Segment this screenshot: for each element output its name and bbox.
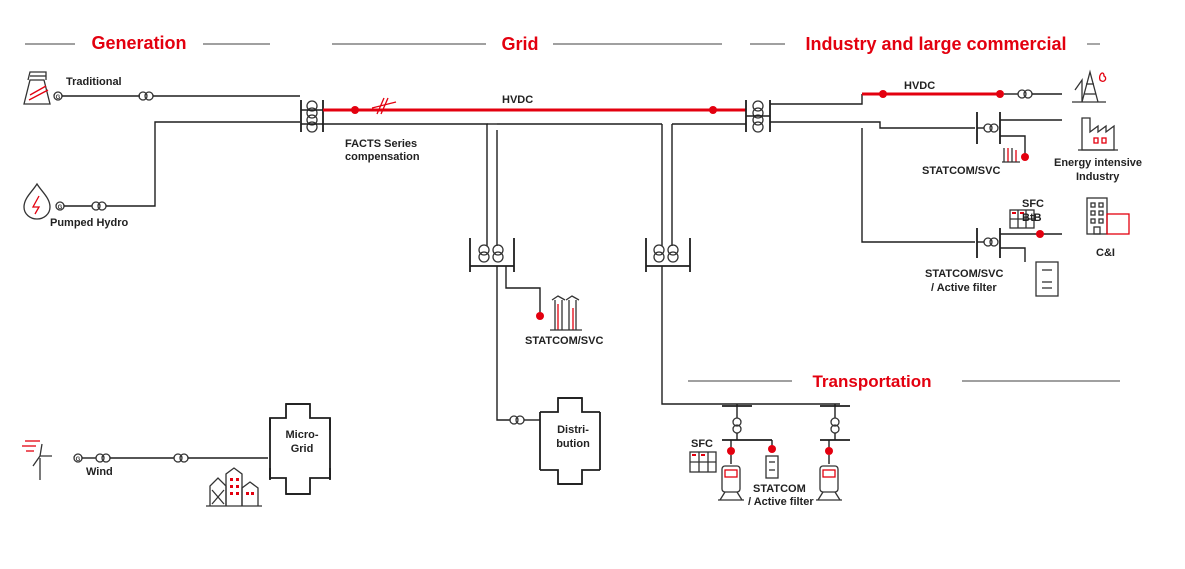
distribution-node: [539, 397, 601, 485]
sfc-cabinet-icon: [689, 451, 717, 473]
label-energy-intensive-2: Industry: [1076, 171, 1120, 183]
label-distribution-1: Distri-: [557, 424, 589, 436]
transformer-symbol: [509, 415, 525, 425]
transformer-symbol: [306, 100, 318, 133]
generator-symbol: G: [53, 91, 63, 101]
transformer-symbol: [983, 123, 999, 133]
train-feed-terminal: [825, 447, 833, 455]
filter-cabinet-icon: [765, 455, 779, 479]
statcom-terminal: [768, 445, 776, 453]
transformer-symbol: [91, 201, 107, 211]
transformer-symbol: [173, 453, 189, 463]
oil-derrick-icon: [1072, 69, 1107, 103]
section-generation: Generation: [91, 33, 186, 53]
sfc-cabinet-icon: [1009, 209, 1035, 229]
sfc-terminal: [1036, 230, 1044, 238]
generator-symbol: G: [55, 201, 65, 211]
label-pumped-hydro: Pumped Hydro: [50, 217, 129, 229]
svg-text:G: G: [58, 205, 63, 211]
power-plant-icon: [23, 71, 51, 105]
label-facts-1: FACTS Series: [345, 138, 417, 150]
transformer-symbol: [1017, 89, 1033, 99]
transformer-symbol: [95, 453, 111, 463]
transformer-symbol: [138, 91, 154, 101]
wind-turbine-icon: [22, 440, 52, 480]
section-transportation: Transportation: [812, 372, 931, 391]
label-sfc-btb-2: BtB: [1022, 212, 1042, 224]
label-statcom-grid: STATCOM/SVC: [525, 335, 603, 347]
label-hvdc-industry: HVDC: [904, 80, 935, 92]
transformer-symbol: [983, 237, 999, 247]
train-icon: [718, 465, 744, 501]
hvdc-terminal: [351, 106, 359, 114]
label-traditional: Traditional: [66, 76, 122, 88]
hvdc-terminal: [996, 90, 1004, 98]
label-energy-intensive-1: Energy intensive: [1054, 157, 1142, 169]
statcom-equipment-icon: [1002, 148, 1020, 163]
label-microgrid-1: Micro-: [286, 429, 319, 441]
section-grid: Grid: [501, 34, 538, 54]
label-ci: C&I: [1096, 247, 1115, 259]
label-distribution-2: bution: [556, 438, 590, 450]
label-statcom-transport-2: / Active filter: [748, 496, 814, 508]
transformer-symbol: [653, 244, 679, 263]
statcom-terminal: [536, 312, 544, 320]
svg-text:G: G: [56, 95, 61, 101]
label-statcom-filter-2: / Active filter: [931, 282, 997, 294]
transformer-symbol: [752, 100, 764, 133]
label-sfc-btb-1: SFC: [1022, 198, 1044, 210]
transformer-symbol: [830, 417, 840, 434]
label-statcom-industry: STATCOM/SVC: [922, 165, 1000, 177]
label-statcom-transport-1: STATCOM: [753, 483, 806, 495]
factory-icon: [1078, 117, 1118, 151]
section-headers: Generation Grid Industry and large comme…: [25, 33, 1120, 391]
section-industry: Industry and large commercial: [805, 34, 1066, 54]
office-building-icon: [1086, 197, 1130, 235]
label-hvdc-grid: HVDC: [502, 94, 533, 106]
buildings-icon: [206, 467, 262, 507]
microgrid-node: [269, 403, 331, 495]
transformer-symbol: [478, 244, 504, 263]
label-facts-2: compensation: [345, 151, 420, 163]
hvdc-terminal: [879, 90, 887, 98]
water-drop-icon: [23, 182, 51, 220]
train-feed-terminal: [727, 447, 735, 455]
label-sfc: SFC: [691, 438, 713, 450]
statcom-equipment-icon: [550, 295, 582, 331]
label-statcom-filter-1: STATCOM/SVC: [925, 268, 1003, 280]
transformer-symbol: [732, 417, 742, 434]
svg-text:G: G: [76, 457, 81, 463]
train-icon: [816, 465, 842, 501]
generator-symbol: G: [73, 453, 83, 463]
facts-capacitor-icon: [371, 97, 397, 115]
label-microgrid-2: Grid: [291, 443, 314, 455]
filter-cabinet-icon: [1035, 261, 1059, 297]
statcom-terminal: [1021, 153, 1029, 161]
hvdc-terminal: [709, 106, 717, 114]
label-wind: Wind: [86, 466, 113, 478]
